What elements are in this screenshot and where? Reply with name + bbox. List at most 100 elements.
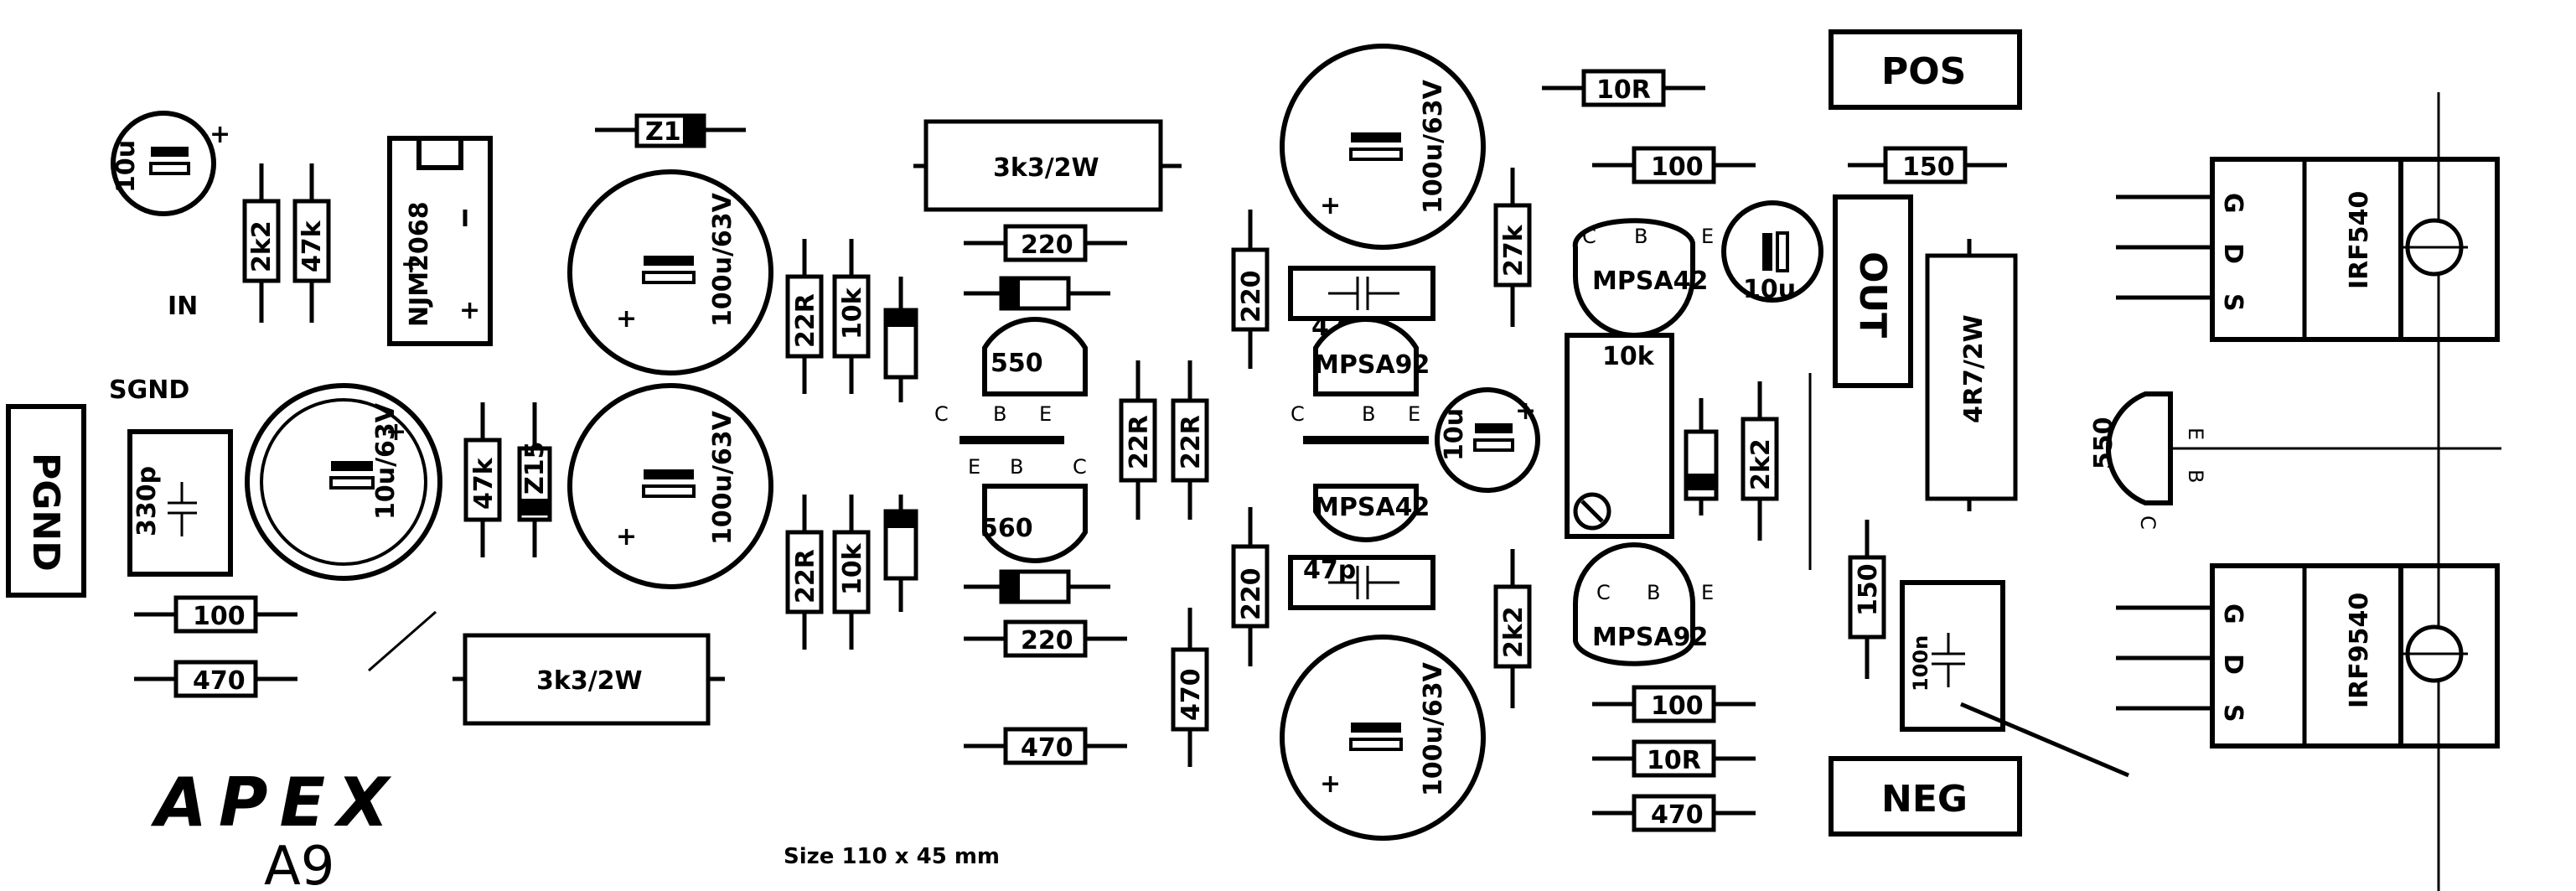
diode-horizontal-top [964,276,1110,311]
transistor-label: MPSA42 [1314,493,1430,522]
resistor-470-vertical: 470 [1171,608,1209,767]
svg-text:+: + [1515,396,1536,426]
resistor-220-bottom: 220 [964,619,1127,658]
res-label: 10R [1596,75,1651,105]
resistor-220-v1: 220 [1231,210,1270,369]
transistor-label: 560 [980,514,1033,543]
jumper-wire [368,610,437,672]
logo-text: APEX [150,764,401,842]
res-label: 220 [1021,626,1073,655]
capacitor-100n: 100n [1900,580,2005,732]
resistor-220-top: 220 [964,224,1127,262]
trimmer-label: 10k [1602,342,1655,371]
pin-label: B [1010,455,1023,479]
transistor-label: MPSA92 [1592,623,1708,652]
cap-label: 100u/63V [708,192,737,327]
resistor-22r-d: 22R [1171,360,1209,520]
pin-label: D [2218,654,2248,675]
capacitor-10u-top-left: + 10u [111,111,230,216]
resistor-220-v2: 220 [1231,507,1270,666]
svg-text:+: + [209,120,230,149]
resistor-2k2-low: 2k2 [1493,549,1532,708]
mosfet-irf9540: G D S IRF9540 [2116,563,2500,749]
transistor-mpsa92-bottom: C B E MPSA92 [1573,542,1714,666]
transistor-550-right: 550 E B C [2089,391,2207,530]
res-label: 470 [1651,800,1704,830]
transistor-mpsa42-center: MPSA42 [1313,484,1430,542]
neg-connector[interactable]: NEG [1829,756,2022,837]
ic-njm2068: NJM2068 + + [387,136,493,346]
res-label: 470 [1177,668,1206,721]
mosfet-irf540: G D S IRF540 [2116,157,2500,342]
res-label: 22R [1177,415,1206,469]
neg-label: NEG [1881,778,1968,821]
sgnd-label: SGND [109,376,189,405]
res-label: 10k [838,542,867,595]
capacitor-100u-1: + 100u/63V [567,169,773,376]
svg-text:+: + [1320,191,1341,220]
res-label: 150 [1902,153,1955,182]
resistor-100-bottom: 100 [1592,685,1756,723]
svg-text:+: + [616,522,637,552]
resistor-470-left: 470 [134,660,297,698]
out-label: OUT [1851,251,1894,338]
transistor-label: 550 [2089,417,2118,469]
res-label: 22R [791,549,820,603]
pin-label: B [2184,469,2207,483]
ic-label: NJM2068 [405,201,434,327]
res-label: 4R7/2W [1959,314,1989,423]
pin-label: G [2218,193,2248,214]
pin-label: E [968,455,980,479]
cap-label: 100u/63V [708,410,737,545]
resistor-470-bottom: 470 [964,727,1127,765]
res-label: 220 [1237,270,1266,323]
resistor-150-vertical: 150 [1848,520,1886,679]
transistor-label: MPSA92 [1314,350,1430,380]
svg-text:+: + [459,296,480,325]
capacitor-10u-right: 10u [1721,200,1823,304]
pin-label: E [1408,402,1420,426]
out-connector[interactable]: OUT [1833,194,1913,388]
resistor-2k2-in: 2k2 [242,163,281,323]
pin-label: S [2218,293,2248,312]
res-label: 47k [297,220,327,272]
capacitor-10u-63v-left: 10u/63V + [245,383,442,581]
svg-text:+: + [1320,769,1341,799]
diode-upper [883,277,918,402]
apex-logo: APEX A9 [150,764,401,891]
resistor-27k: 27k [1493,168,1532,327]
res-label: 100 [1651,153,1704,182]
svg-text:+: + [616,304,637,334]
trimmer-10k[interactable]: 10k [1565,333,1674,539]
pin-label: B [1362,402,1375,426]
resistor-10r-bottom: 10R [1592,739,1756,778]
resistor-47k-in: 47k [292,163,331,323]
pin-label: C [1582,225,1596,248]
res-label: 470 [1021,733,1073,763]
transistor-550: 550 B E C [934,317,1088,426]
in-label: IN [168,292,198,321]
cap-label: 10u/63V [371,402,401,520]
resistor-3k3-top: 3k3/2W [913,119,1182,212]
cap-label: 330p [132,466,162,536]
pos-connector[interactable]: POS [1829,29,2022,110]
pin-label: D [2218,243,2248,264]
pin-label: C [1596,581,1611,604]
res-label: 3k3/2W [993,153,1099,183]
zener-z15-mid: Z15 [517,402,552,557]
mosfet-label: IRF540 [2345,191,2374,289]
cap-label: 100u/63V [1419,661,1448,796]
res-label: 220 [1021,231,1073,260]
resistor-10r-top: 10R [1542,69,1705,107]
res-label: 100 [1651,692,1704,721]
capacitor-100u-bottom: + 100u/63V [1280,635,1486,841]
pin-label: C [934,402,949,426]
cap-label: 10u [111,140,141,193]
resistor-4r7-2w: 4R7/2W [1925,239,2018,511]
svg-text:+: + [401,250,422,279]
resistor-22r-a: 22R [785,239,824,394]
capacitor-100u-top: + 100u/63V [1280,44,1486,250]
pgnd-connector: PGND [6,404,86,598]
capacitor-47p-bottom: 47p [1288,555,1435,610]
